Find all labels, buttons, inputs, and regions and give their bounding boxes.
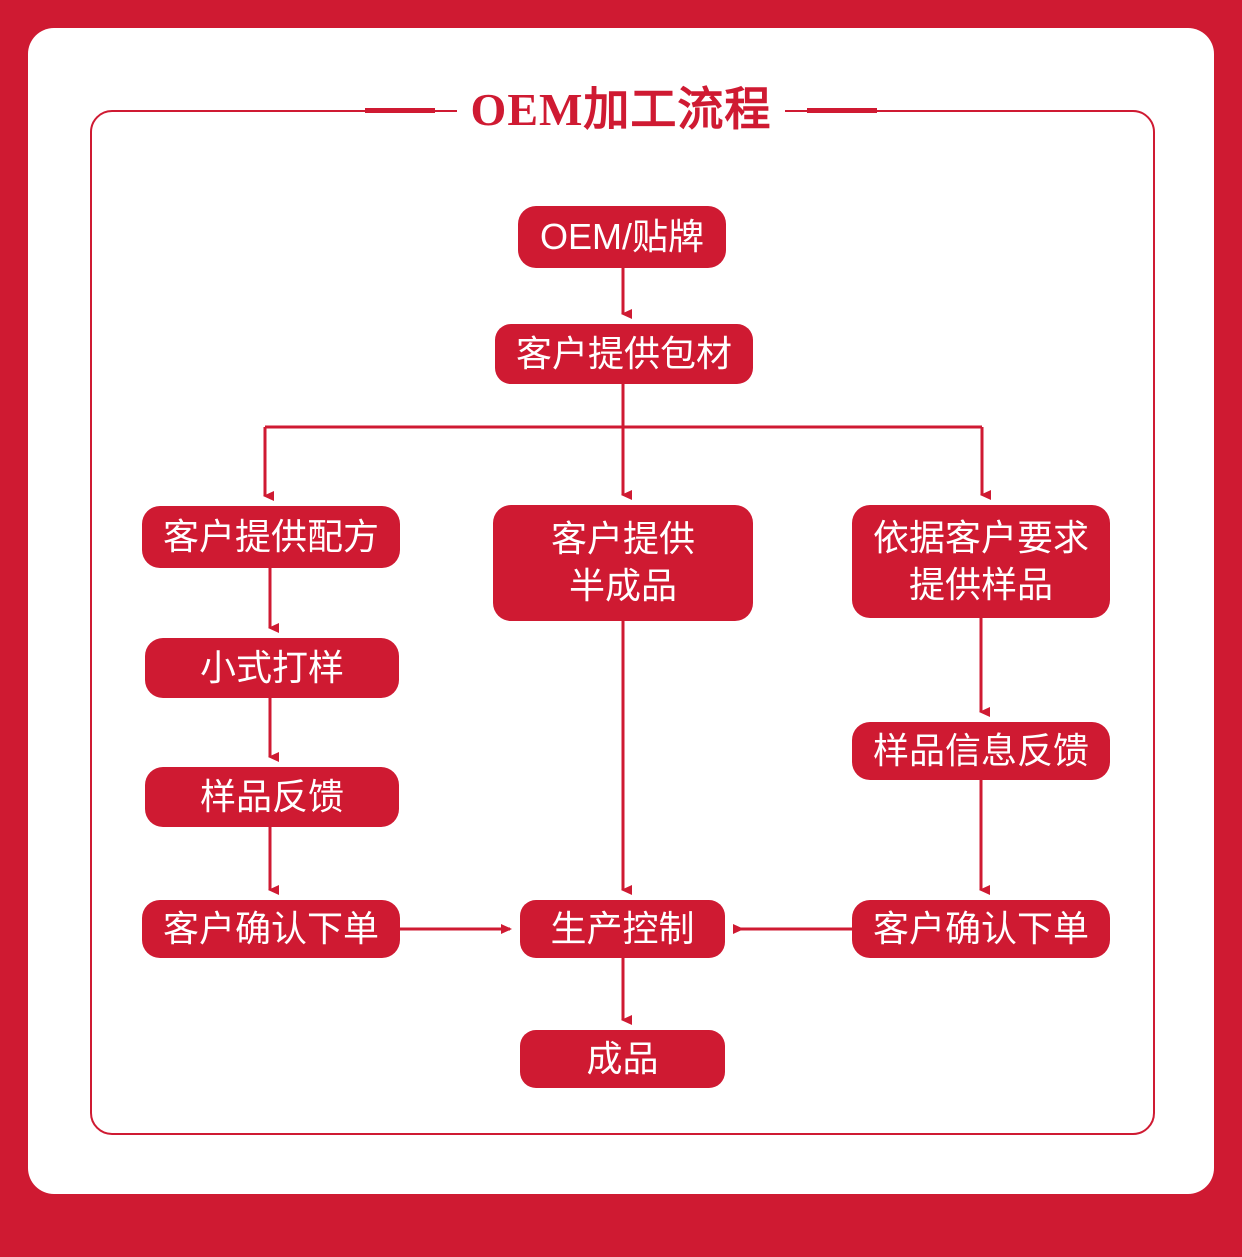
node-customer-provides-semi-finished[interactable]: 客户提供 半成品 — [493, 505, 753, 621]
page-title: OEM加工流程 — [456, 82, 786, 138]
node-customer-provides-packaging[interactable]: 客户提供包材 — [495, 324, 753, 384]
node-sample-information-feedback[interactable]: 样品信息反馈 — [852, 722, 1110, 780]
node-production-control[interactable]: 生产控制 — [520, 900, 725, 958]
node-finished-product[interactable]: 成品 — [520, 1030, 725, 1088]
node-sample-feedback[interactable]: 样品反馈 — [145, 767, 399, 827]
node-small-batch-sampling[interactable]: 小式打样 — [145, 638, 399, 698]
node-sample-per-customer-requirements[interactable]: 依据客户要求 提供样品 — [852, 505, 1110, 618]
node-oem-branding[interactable]: OEM/贴牌 — [518, 206, 726, 268]
title-rule-left — [364, 107, 435, 113]
title-rule-right — [807, 107, 878, 113]
node-customer-confirms-order-left[interactable]: 客户确认下单 — [142, 900, 400, 958]
node-customer-confirms-order-right[interactable]: 客户确认下单 — [852, 900, 1110, 958]
title-banner: OEM加工流程 — [0, 78, 1242, 142]
node-customer-provides-formula[interactable]: 客户提供配方 — [142, 506, 400, 568]
